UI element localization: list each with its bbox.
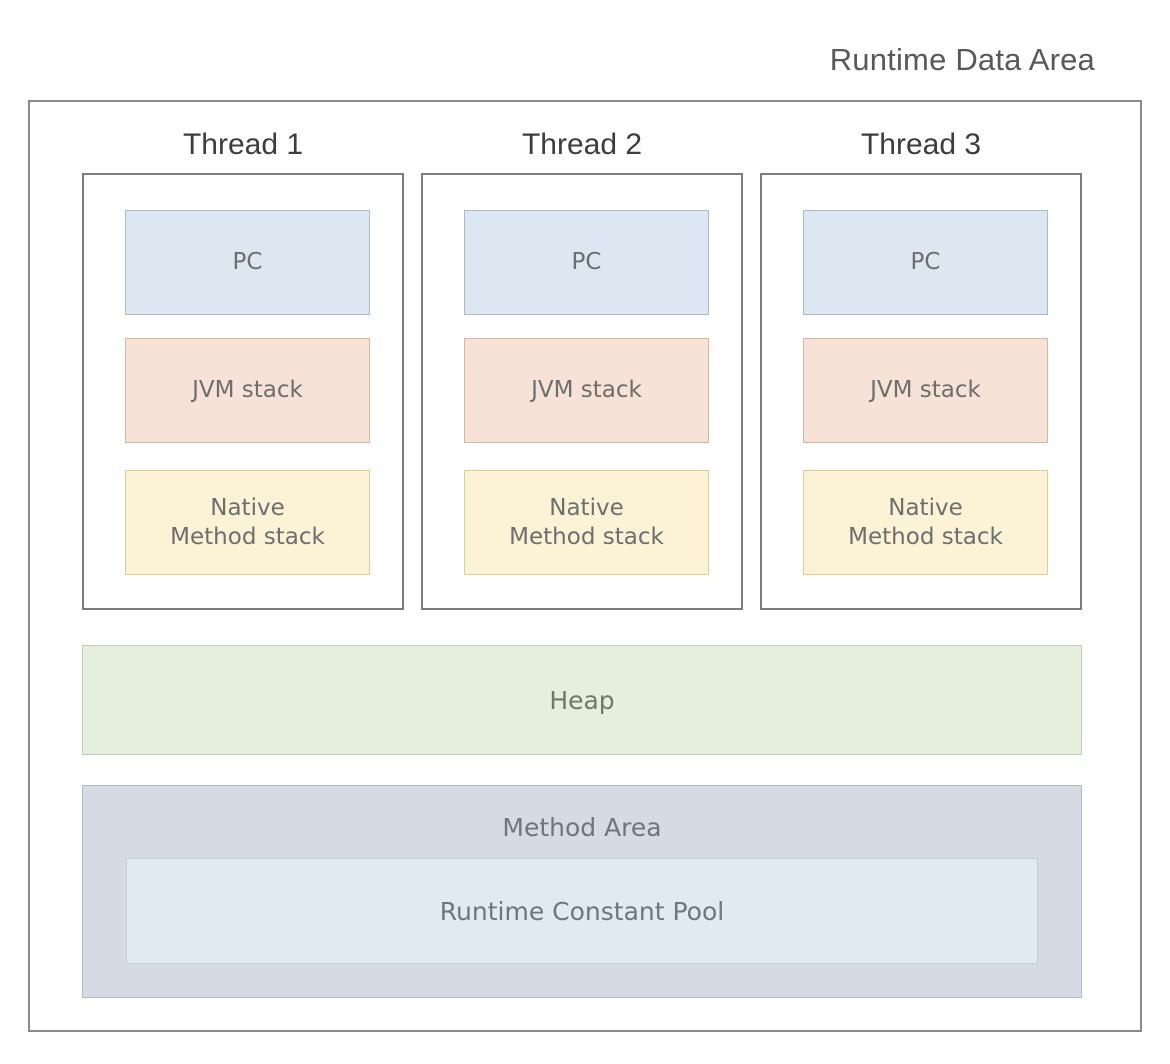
method-area-label: Method Area [502,813,662,842]
thread-3-native-method-stack-label: Native Method stack [848,495,1003,550]
method-area-box: Method Area Runtime Constant Pool [82,785,1082,998]
thread-1-pc-box: PC [125,210,370,315]
thread-2-pc-label: PC [571,249,602,276]
thread-2-native-method-stack-label: Native Method stack [509,495,664,550]
thread-label-2: Thread 2 [521,128,643,161]
thread-1-native-method-stack-box: Native Method stack [125,470,370,575]
thread-box-1: PC JVM stack Native Method stack [82,173,404,610]
heap-label: Heap [549,685,615,715]
thread-1-native-method-stack-label: Native Method stack [170,495,325,550]
heap-box: Heap [82,645,1082,755]
thread-2-jvm-stack-label: JVM stack [531,377,642,404]
page-title: Runtime Data Area [829,42,1095,77]
thread-label-1: Thread 1 [182,128,304,161]
thread-box-2: PC JVM stack Native Method stack [421,173,743,610]
thread-3-pc-label: PC [910,249,941,276]
thread-label-3: Thread 3 [860,128,982,161]
thread-1-pc-label: PC [232,249,263,276]
thread-3-native-method-stack-box: Native Method stack [803,470,1048,575]
thread-3-pc-box: PC [803,210,1048,315]
thread-2-jvm-stack-box: JVM stack [464,338,709,443]
thread-2-native-method-stack-box: Native Method stack [464,470,709,575]
thread-1-jvm-stack-box: JVM stack [125,338,370,443]
thread-1-jvm-stack-label: JVM stack [192,377,303,404]
runtime-constant-pool-box: Runtime Constant Pool [126,858,1038,964]
thread-3-jvm-stack-label: JVM stack [870,377,981,404]
thread-box-3: PC JVM stack Native Method stack [760,173,1082,610]
thread-3-jvm-stack-box: JVM stack [803,338,1048,443]
runtime-constant-pool-label: Runtime Constant Pool [439,896,725,926]
thread-2-pc-box: PC [464,210,709,315]
